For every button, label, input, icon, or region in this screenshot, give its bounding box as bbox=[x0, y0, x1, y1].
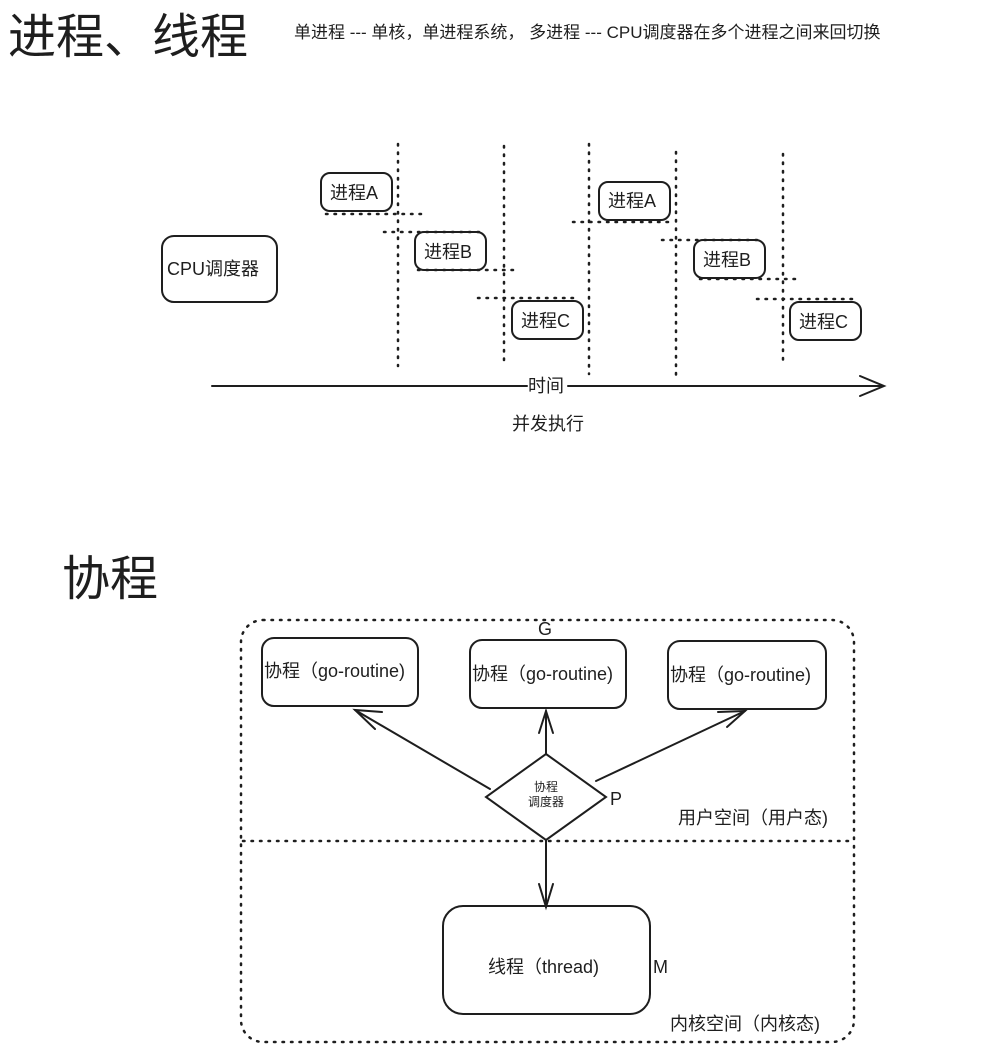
coroutine-scheduler-label: 协程 调度器 bbox=[516, 780, 576, 810]
process-box-a bbox=[320, 172, 393, 212]
coroutine-container bbox=[239, 618, 856, 1044]
user-space-label: 用户空间（用户态) bbox=[678, 808, 828, 828]
thread-box bbox=[442, 905, 651, 1015]
process-label: 进程C bbox=[799, 312, 848, 332]
time-axis-label: 时间 bbox=[528, 376, 564, 396]
thread-label: 线程（thread) bbox=[488, 957, 600, 977]
arrow-to-goroutine bbox=[354, 709, 491, 790]
time-axis-arrowhead bbox=[859, 375, 887, 397]
cpu-scheduler-box bbox=[161, 235, 278, 303]
goroutine-label: 协程（go-routine) bbox=[264, 661, 406, 681]
page-title: 进程、线程 bbox=[8, 11, 249, 64]
section-title: 协程 bbox=[62, 553, 159, 606]
goroutine-box bbox=[667, 640, 827, 710]
g-label: G bbox=[538, 619, 553, 639]
process-label: 进程B bbox=[703, 250, 752, 270]
process-label: 进程C bbox=[521, 311, 570, 331]
process-box-b bbox=[693, 239, 766, 279]
goroutine-label: 协程（go-routine) bbox=[670, 665, 812, 685]
page-subtitle: 单进程 --- 单核，单进程系统， 多进程 --- CPU调度器在多个进程之间来… bbox=[294, 23, 881, 42]
process-box-c bbox=[789, 301, 862, 341]
goroutine-box bbox=[261, 637, 419, 707]
coroutine-scheduler-line1: 协程 bbox=[533, 780, 558, 794]
kernel-space-label: 内核空间（内核态) bbox=[670, 1014, 820, 1034]
p-label: P bbox=[610, 789, 623, 809]
process-label: 进程A bbox=[330, 183, 379, 203]
cpu-scheduler-label: CPU调度器 bbox=[167, 259, 260, 279]
process-label: 进程A bbox=[608, 191, 657, 211]
process-label: 进程B bbox=[424, 242, 473, 262]
arrow-to-goroutine bbox=[595, 710, 746, 782]
arrow-head bbox=[717, 709, 748, 728]
arrow-head bbox=[352, 708, 383, 730]
process-box-a bbox=[598, 181, 671, 221]
m-label: M bbox=[653, 957, 668, 977]
concurrency-caption: 并发执行 bbox=[512, 414, 584, 434]
process-box-c bbox=[511, 300, 584, 340]
arrow-head bbox=[538, 707, 554, 734]
coroutine-scheduler-line2: 调度器 bbox=[527, 795, 564, 809]
goroutine-label: 协程（go-routine) bbox=[472, 664, 614, 684]
goroutine-box bbox=[469, 639, 627, 709]
process-box-b bbox=[414, 231, 487, 271]
